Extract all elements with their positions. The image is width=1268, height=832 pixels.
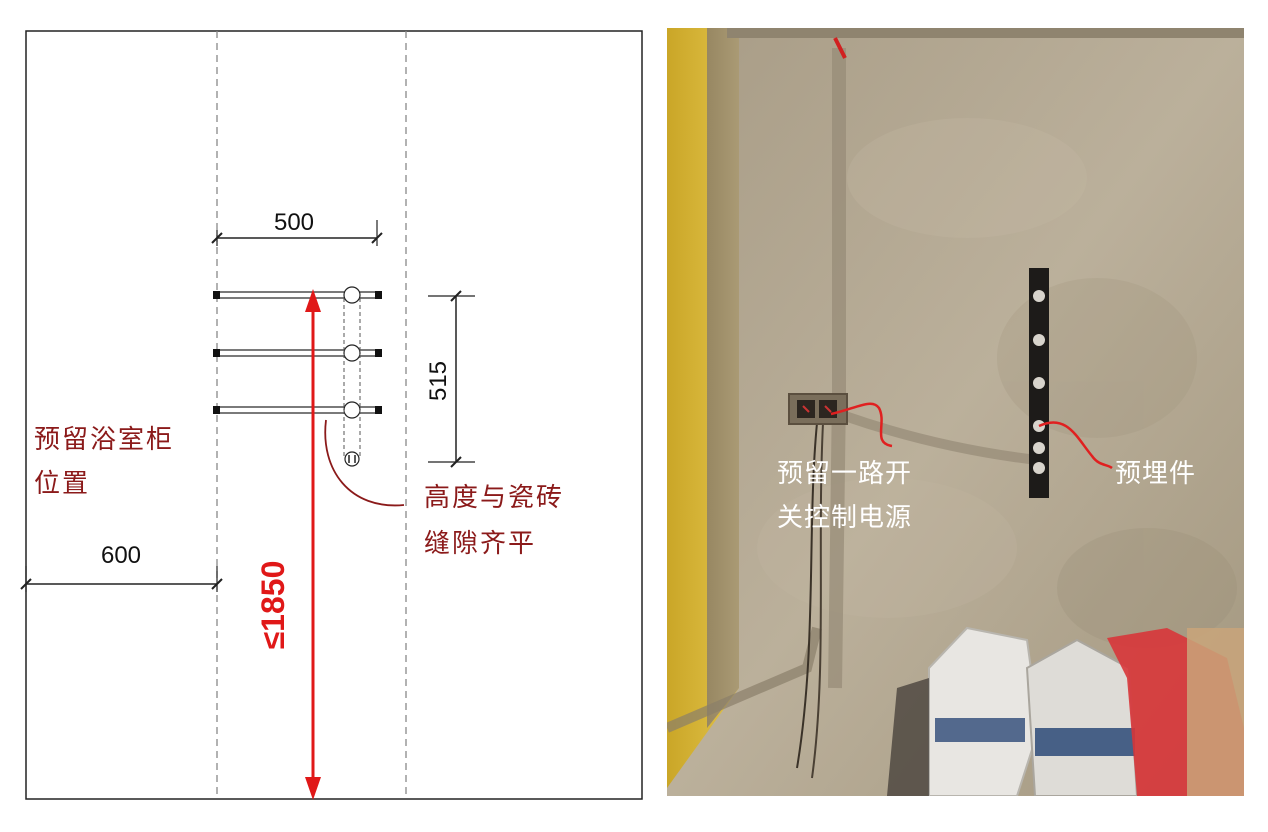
dimension-600-label: 600 [101, 542, 141, 569]
bracket-leader [1038, 421, 1113, 470]
dimension-500: 500 [211, 209, 383, 246]
dimension-500-label: 500 [274, 209, 314, 236]
cabinet-label-line2: 位置 [34, 469, 90, 499]
red-wire-top [833, 37, 847, 59]
socket-icon [344, 451, 360, 467]
site-photo: 预留一路开 关控制电源 预埋件 [667, 28, 1244, 796]
embedded-label: 预埋件 [1115, 459, 1196, 489]
ceiling-strip [727, 28, 1244, 38]
dimension-515: 515 [425, 290, 475, 468]
switch-label-line1: 预留一路开 [777, 459, 912, 489]
towel-bars [213, 286, 382, 467]
horizontal-groove [843, 411, 1038, 465]
switch-leader [830, 402, 893, 448]
switch-box [788, 393, 848, 425]
towel-bar-bottom [213, 401, 382, 419]
hanging-wire-2 [811, 422, 824, 779]
conduit-groove [828, 48, 846, 689]
photo-canvas: 预留一路开 关控制电源 预埋件 [667, 28, 1244, 796]
material-bags [887, 626, 1244, 796]
tile-label-line1: 高度与瓷砖 [424, 483, 564, 513]
dimension-515-label: 515 [425, 361, 452, 401]
tile-label-line2: 缝隙齐平 [424, 529, 536, 559]
wall-outline [25, 30, 643, 800]
towel-bar-middle [213, 344, 382, 362]
cabinet-label-line1: 预留浴室柜 [34, 425, 174, 455]
wall-corner [707, 28, 739, 728]
dimension-600: 600 [20, 542, 223, 592]
diagram-canvas: 500 [20, 30, 643, 800]
height-max-label: ≤1850 [255, 561, 291, 650]
towel-rack-diagram: 500 [20, 30, 643, 800]
embedded-bracket [1029, 268, 1049, 498]
towel-bar-top [213, 286, 382, 304]
hanging-wire [796, 422, 818, 769]
height-arrow: ≤1850 [255, 289, 321, 800]
tile-note-leader [324, 419, 405, 507]
switch-label-line2: 关控制电源 [777, 503, 912, 533]
